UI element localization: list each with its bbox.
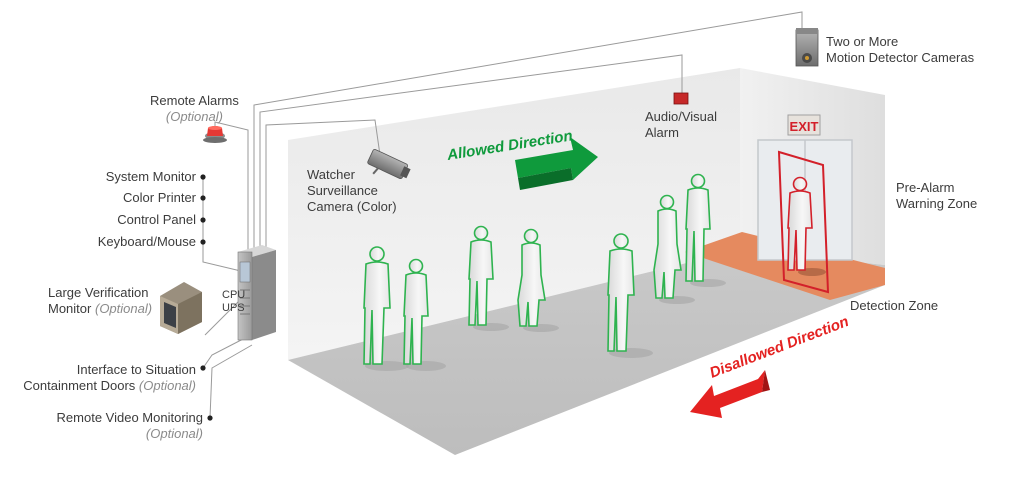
disallowed-direction-arrow [690, 370, 770, 418]
person-figure-icon [468, 225, 509, 331]
containment-doors-optional: (Optional) [138, 378, 196, 393]
motion-detector-cameras-line2: Motion Detector Cameras [826, 50, 975, 65]
person-figure-icon [653, 194, 695, 304]
watcher-camera-label: Watcher Surveillance Camera (Color) [307, 167, 397, 215]
surveillance-camera-icon [367, 149, 411, 180]
remote-video-title: Remote Video Monitoring [56, 410, 203, 425]
keyboard-mouse-label: Keyboard/Mouse [97, 234, 196, 249]
system-monitor-label: System Monitor [105, 169, 196, 184]
motion-detector-camera-icon [795, 28, 819, 67]
person-figure-icon [363, 246, 409, 371]
remote-video-optional: (Optional) [145, 426, 203, 441]
person-figure-icon [403, 258, 446, 371]
remote-alarms-label: Remote Alarms (Optional) [150, 93, 239, 125]
pre-alarm-line2: Warning Zone [896, 196, 978, 211]
motion-detector-cameras-label: Two or More Motion Detector Cameras [826, 34, 974, 66]
crt-monitor-icon [160, 282, 202, 334]
color-printer-label: Color Printer [123, 190, 196, 205]
watcher-camera-line3: Camera (Color) [307, 199, 397, 214]
alarm-zone-frame [777, 150, 830, 294]
person-figure-icon [787, 176, 826, 276]
remote-video-monitoring-label: Remote Video Monitoring (Optional) [57, 410, 203, 442]
audio-visual-alarm-line2: Alarm [645, 125, 679, 140]
large-verification-monitor-label: Large Verification Monitor (Optional) [48, 285, 152, 317]
motion-detector-cameras-line1: Two or More [826, 34, 899, 49]
remote-alarms-title: Remote Alarms [150, 93, 239, 108]
floor [288, 250, 885, 455]
audio-visual-alarm-line1: Audio/Visual [645, 109, 718, 124]
exit-sign: EXIT [790, 119, 819, 134]
cpu-label: CPU [222, 289, 246, 301]
containment-doors-line2: Containment Doors [23, 378, 136, 393]
large-verification-line2: Monitor [48, 301, 92, 316]
remote-alarms-optional: (Optional) [165, 109, 223, 124]
person-figure-icon [517, 228, 559, 332]
large-verification-optional: (Optional) [94, 301, 153, 316]
back-wall [288, 68, 740, 360]
cpu-ups-label: CPU UPS [222, 289, 245, 315]
containment-doors-line1: Interface to Situation [76, 362, 196, 377]
wiring [202, 11, 803, 419]
computer-tower-icon [237, 245, 276, 341]
detection-zone [685, 232, 885, 300]
control-panel-label: Control Panel [117, 212, 196, 227]
room [288, 68, 885, 455]
people [363, 150, 830, 371]
person-figure-icon [607, 233, 653, 358]
pre-alarm-line1: Pre-Alarm [896, 180, 955, 195]
containment-doors-label: Interface to Situation Containment Doors… [23, 362, 196, 394]
allowed-direction-arrow [515, 137, 598, 190]
large-verification-line1: Large Verification [48, 285, 149, 300]
audio-visual-alarm-icon [673, 92, 689, 105]
person-figure-icon [685, 173, 726, 287]
watcher-camera-line1: Watcher [307, 167, 355, 182]
audio-visual-alarm-label: Audio/Visual Alarm [645, 109, 717, 141]
pre-alarm-zone-label: Pre-Alarm Warning Zone [896, 180, 977, 212]
watcher-camera-line2: Surveillance [307, 183, 378, 198]
label-bullets [200, 174, 213, 421]
alarm-strobe-icon [203, 126, 227, 143]
detection-zone-label: Detection Zone [850, 298, 939, 313]
ups-label: UPS [222, 302, 245, 314]
